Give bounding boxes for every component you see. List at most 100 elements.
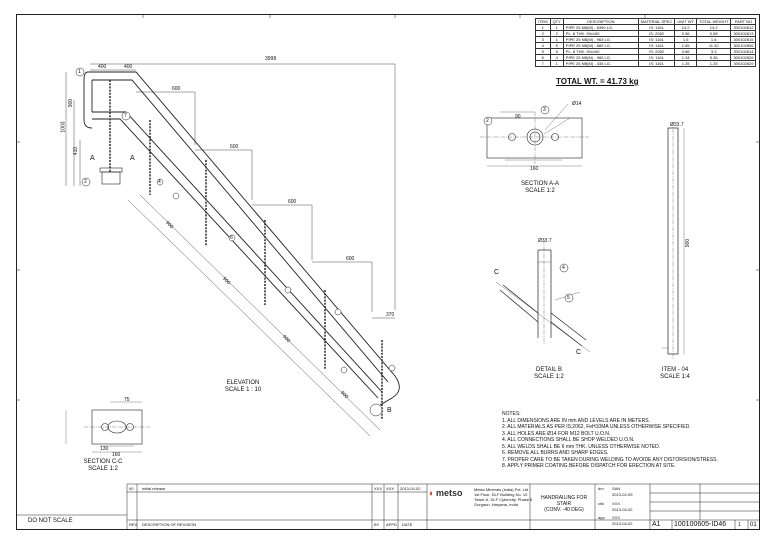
do-not-scale-label: DO NOT SCALE xyxy=(28,518,73,524)
bom-cell: 300102814 xyxy=(730,48,757,55)
bom-cell: 300102812 xyxy=(730,24,757,31)
bom-cell: 1.25 xyxy=(695,60,732,67)
drn-name: SAN xyxy=(612,486,621,491)
bill-of-materials-table: ITEM QTY DESCRIPTION MATERIAL SPEC UNIT … xyxy=(535,18,757,67)
bom-cell: 1 xyxy=(549,60,564,67)
app-role: app xyxy=(598,515,605,520)
chk-role: chk xyxy=(598,501,605,506)
rev-header-by: BY xyxy=(374,522,380,527)
bom-header-cell: MATERIAL SPEC xyxy=(637,18,676,25)
dim-overall: 3998 xyxy=(265,56,277,62)
address-line: Metso Minerals (India) Pvt. Ltd. xyxy=(474,487,530,492)
dim-step-4: 600 xyxy=(346,256,355,262)
section-marker-a-right: A xyxy=(130,155,135,162)
stair-posts xyxy=(109,80,383,420)
caption-section-aa-scale: SCALE 1:2 xyxy=(525,188,555,194)
bom-cell: 300102829 xyxy=(730,60,757,67)
drawing-title-line-2: (CONV. -40 DEG) xyxy=(544,507,584,513)
caption-detail-b-scale: SCALE 1:2 xyxy=(534,374,564,380)
dim-aa-width: 160 xyxy=(530,166,539,172)
balloon-aa-2: 2 xyxy=(486,118,489,124)
dim-step-3: 600 xyxy=(288,199,297,205)
bom-header-cell: UNIT WT xyxy=(674,18,697,25)
notes-heading: NOTES: xyxy=(502,411,521,417)
caption-item-04: ITEM - 04 SCALE 1:4 xyxy=(640,367,710,381)
balloon-1: 1 xyxy=(78,69,81,75)
note-item: 6. REMOVE ALL BURRS AND SHARP EDGES. xyxy=(502,450,609,456)
balloon-b-4: 4 xyxy=(562,265,565,271)
drawing-number: 100100605-ID46 xyxy=(674,521,727,528)
caption-item-04-title: ITEM - 04 xyxy=(661,367,689,373)
balloon-b-5: 5 xyxy=(567,295,570,301)
section-marker-b: B xyxy=(387,407,392,414)
note-item: 4. ALL CONNECTIONS SHALL BE SHOP WELDED … xyxy=(502,437,635,443)
caption-elevation-scale: SCALE 1 : 10 xyxy=(224,387,262,393)
item-04-drawing xyxy=(662,122,685,360)
dim-step-1: 600 xyxy=(172,86,181,92)
handrail-elevation xyxy=(83,71,400,406)
drawing-sheet xyxy=(16,14,760,530)
detail-b-drawing xyxy=(495,240,591,353)
app-date: 2013-04-02 xyxy=(612,521,633,526)
section-aa-drawing xyxy=(480,103,590,167)
note-item: 2. ALL MATERIALS AS PER IS:2062, FeH10MA… xyxy=(502,424,691,430)
company-name: metso xyxy=(435,488,463,498)
section-cc-drawing xyxy=(65,401,150,453)
caption-section-cc-title: SECTION C-C xyxy=(83,459,123,465)
address-line: Gurgaon, Haryana, India xyxy=(474,502,518,507)
caption-elevation-title: ELEVATION xyxy=(226,380,260,386)
caption-section-cc-scale: SCALE 1:2 xyxy=(88,466,118,472)
caption-detail-b-title: DETAIL B xyxy=(535,367,562,373)
bom-cell: 300102815 xyxy=(730,36,757,43)
caption-section-aa: SECTION A-A SCALE 1:2 xyxy=(505,181,575,195)
dim-left-2: 900 xyxy=(68,98,75,108)
rev-header-rev: REV xyxy=(129,522,138,527)
note-item: 7. PROPER CARE TO BE TAKEN DURING WELDIN… xyxy=(502,456,718,463)
address-line: 1st Floor, DLF Building No. 10 xyxy=(474,492,528,497)
dim-item4-dia: Ø33.7 xyxy=(670,122,684,128)
rev-appd: XXX xyxy=(386,486,395,491)
rev-header-appd: APPD xyxy=(386,522,397,527)
balloon-7: 7 xyxy=(124,113,127,119)
general-notes: NOTES: 1. ALL DIMENSIONS ARE IN mm AND L… xyxy=(502,411,718,470)
bom-cell: 7 xyxy=(535,60,551,67)
caption-detail-b: DETAIL B SCALE 1:2 xyxy=(514,367,584,381)
sheet-number: 1 xyxy=(738,522,741,528)
bom-header-cell: TOTAL WEIGHT xyxy=(695,18,732,25)
note-item: 5. ALL WELDS SHALL BE 6 mm THK. UNLESS O… xyxy=(502,443,661,450)
balloon-4: 4 xyxy=(158,179,161,185)
section-marker-a-left: A xyxy=(90,155,95,162)
drn-role: drn xyxy=(598,486,604,491)
company-logo: ◖ metso xyxy=(428,488,462,498)
note-item: 8. APPLY PRIMER COATING BEFORE DISPATCH … xyxy=(502,463,676,469)
dim-item4-length: 900 xyxy=(685,238,692,248)
company-address: Metso Minerals (India) Pvt. Ltd. 1st Flo… xyxy=(474,487,532,507)
app-name: XXX xyxy=(612,515,621,520)
section-marker-c-top: C xyxy=(494,269,500,276)
balloon-aa-3: 3 xyxy=(543,107,546,113)
chk-date: 2013-04-02 xyxy=(612,507,633,512)
rev-number: 00 xyxy=(129,486,134,491)
caption-item-04-scale: SCALE 1:4 xyxy=(660,374,690,380)
revision-number: 01 xyxy=(750,522,757,528)
bom-cell: 300102826 xyxy=(730,54,757,61)
dim-aa-height: 90 xyxy=(515,114,521,120)
dim-step-5: 370 xyxy=(386,312,395,318)
rev-description: initial release xyxy=(142,486,166,491)
balloon-markers xyxy=(75,67,574,417)
dim-cc-width: 130 xyxy=(100,446,109,452)
total-weight: TOTAL WT. = 41.73 kg xyxy=(556,77,639,86)
note-item: 3. ALL HOLES ARE Ø14 FOR M12 BOLT U.O.N. xyxy=(502,430,611,437)
rev-by: XXX xyxy=(374,486,383,491)
drawing-title-line-1: HANDRAILING FOR STAIR xyxy=(540,495,588,507)
balloon-6: 6 xyxy=(230,235,233,241)
dim-top2: 400 xyxy=(124,64,133,70)
address-line: Tower A, DLF Cybercity, Phase II xyxy=(474,497,533,502)
drn-date: 2013-02-09 xyxy=(612,492,633,497)
caption-elevation: ELEVATION SCALE 1 : 10 xyxy=(208,380,278,394)
bom-cell: 300102806 xyxy=(730,42,757,49)
bom-cell: 1.25 xyxy=(674,60,697,67)
